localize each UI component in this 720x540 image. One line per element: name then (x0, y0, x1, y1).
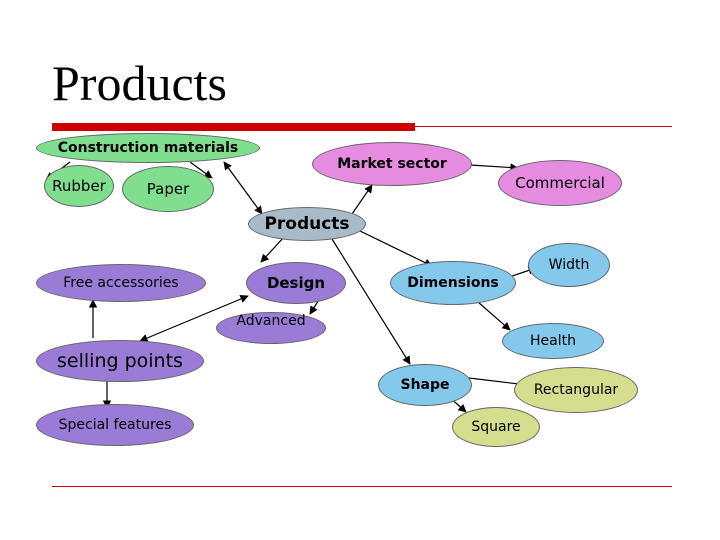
edge-design-selling (139, 295, 249, 342)
bottom-rule (52, 486, 672, 487)
node-label: Commercial (515, 174, 605, 192)
node-market-sector: Market sector (312, 142, 472, 186)
node-label: Square (471, 419, 521, 435)
node-rubber: Rubber (44, 165, 114, 207)
node-label: Special features (58, 417, 172, 433)
node-label: Health (530, 333, 576, 349)
node-label: Shape (400, 377, 450, 393)
node-selling-points: selling points (36, 340, 204, 382)
node-dimensions: Dimensions (390, 261, 516, 305)
node-construction-materials: Construction materials (36, 133, 260, 163)
node-label: selling points (57, 350, 183, 372)
edge-products-dimensions (357, 229, 433, 267)
edge-products-design (260, 235, 286, 263)
node-design: Design (246, 262, 346, 304)
slide-title: Products (52, 55, 227, 111)
edge-dimensions-health (477, 301, 511, 331)
node-advanced: Advanced (216, 312, 326, 344)
node-free-accessories: Free accessories (36, 264, 206, 302)
edge-products-cm (223, 161, 263, 215)
node-products: Products (248, 207, 366, 241)
node-square: Square (452, 407, 540, 447)
node-label: Market sector (337, 156, 447, 172)
node-label: Width (548, 257, 590, 273)
node-width: Width (528, 243, 610, 287)
node-commercial: Commercial (498, 160, 622, 206)
node-label: Design (266, 274, 326, 292)
node-label: Products (264, 214, 350, 234)
node-rectangular: Rectangular (514, 367, 638, 413)
edge-cm-paper (189, 161, 213, 179)
node-health: Health (502, 323, 604, 359)
node-label: Free accessories (63, 275, 179, 291)
node-label: Paper (146, 180, 190, 198)
title-underline-bar (52, 123, 415, 131)
node-special-features: Special features (36, 404, 194, 446)
edge-products-market (351, 184, 373, 215)
node-label: Rectangular (533, 382, 619, 398)
title-underline-line (415, 126, 672, 127)
node-label: Construction materials (57, 140, 239, 156)
node-label: Advanced (236, 313, 306, 329)
node-label: Dimensions (407, 275, 499, 291)
node-paper: Paper (122, 166, 214, 212)
node-shape: Shape (378, 364, 472, 406)
edge-market-commercial (469, 163, 519, 172)
node-label: Rubber (52, 177, 106, 195)
edge-products-shape (331, 238, 411, 365)
